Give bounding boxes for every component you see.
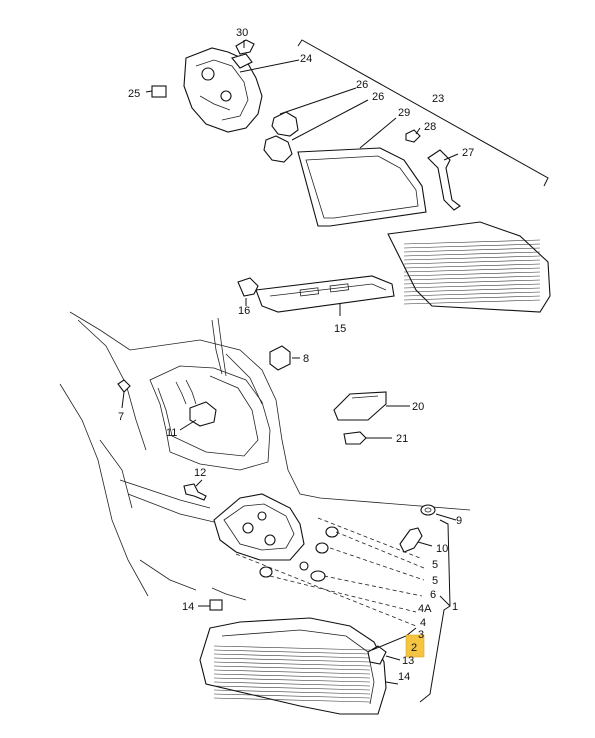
callout-5b: 5 — [432, 575, 438, 587]
lens-stripe — [213, 693, 371, 699]
callout-5a: 5 — [432, 559, 438, 571]
screw-12 — [183, 483, 207, 501]
lens-stripe — [213, 685, 371, 691]
stud-10 — [399, 527, 423, 553]
callout-27: 27 — [462, 147, 474, 159]
lens-stripe — [213, 677, 371, 683]
highlight-box-2 — [405, 634, 425, 658]
inner-tail-light — [387, 221, 551, 313]
callout-6: 6 — [430, 589, 436, 601]
lens-stripe — [403, 271, 541, 277]
lens-stripe — [403, 263, 541, 269]
callout-21: 21 — [396, 433, 408, 445]
reflector-lens-29 — [297, 147, 427, 227]
lens-stripe — [213, 669, 371, 675]
lens-stripe — [213, 689, 371, 695]
callout-28: 28 — [424, 121, 436, 133]
vehicle-body-outline — [59, 311, 471, 601]
lens-stripe — [403, 299, 541, 305]
callout-4a: 4A — [418, 603, 432, 615]
callout-15: 15 — [334, 323, 346, 335]
callout-14b: 14 — [398, 671, 410, 683]
callout-14a: 14 — [182, 601, 194, 613]
bulb-21 — [343, 431, 367, 445]
lens-stripe — [403, 251, 541, 257]
callout-20: 20 — [412, 401, 424, 413]
bracket-27 — [427, 149, 461, 211]
assembly-bracket-23 — [297, 39, 549, 187]
lens-stripe — [403, 239, 541, 245]
lens-stripe — [213, 657, 371, 663]
lens-stripe — [213, 649, 371, 655]
bulb-holder-assembly — [151, 39, 299, 163]
lens-stripe — [403, 267, 541, 273]
callout-26a: 26 — [356, 79, 368, 91]
lens-stripe — [403, 255, 541, 261]
lens-stripe — [213, 665, 371, 671]
callout-11: 11 — [166, 427, 177, 439]
third-brake-light-15 — [255, 275, 395, 313]
nut-8 — [269, 345, 291, 371]
washer-9 — [420, 504, 436, 516]
callout-1: 1 — [452, 601, 458, 613]
callout-3: 3 — [418, 629, 424, 641]
lens-stripe — [403, 279, 541, 285]
callout-26b: 26 — [372, 91, 384, 103]
callout-25: 25 — [128, 88, 140, 100]
callout-12: 12 — [194, 467, 206, 479]
callout-7: 7 — [118, 411, 124, 423]
lens-stripe — [213, 661, 371, 667]
callout-29: 29 — [398, 107, 410, 119]
bulb-carrier-assembly — [213, 493, 305, 561]
socket-11 — [175, 379, 217, 427]
lens-stripe — [213, 673, 371, 679]
plate-light-20 — [333, 391, 387, 421]
grommet-7 — [117, 379, 131, 393]
callout-30: 30 — [236, 27, 248, 39]
callout-13: 13 — [402, 655, 414, 667]
lens-stripe — [403, 291, 541, 297]
lens-stripe — [213, 681, 371, 687]
callout-16: 16 — [238, 305, 250, 317]
lens-stripe — [213, 697, 371, 703]
clip-14 — [209, 599, 223, 611]
lens-stripe — [403, 295, 541, 301]
callout-24: 24 — [300, 53, 312, 65]
callout-labels: 30 24 25 26 26 23 29 28 27 16 15 8 7 11 … — [118, 27, 474, 683]
callout-2: 2 — [411, 642, 417, 654]
connector-16 — [237, 277, 259, 297]
outer-tail-light — [199, 617, 387, 715]
callout-23: 23 — [432, 93, 444, 105]
lens-stripe — [403, 287, 541, 293]
lens-stripe — [403, 259, 541, 265]
lens-stripe — [213, 645, 371, 651]
leader-lines — [121, 40, 459, 703]
bulb-holder-13 — [367, 645, 387, 665]
callout-10: 10 — [436, 543, 448, 555]
callout-4: 4 — [420, 617, 426, 629]
lens-stripe — [403, 275, 541, 281]
callout-8: 8 — [303, 353, 309, 365]
callout-9: 9 — [456, 515, 462, 527]
lens-stripe — [403, 243, 541, 249]
bulbs — [259, 526, 339, 582]
lens-stripe — [213, 653, 371, 659]
lens-stripe — [403, 247, 541, 253]
lens-stripe — [403, 283, 541, 289]
